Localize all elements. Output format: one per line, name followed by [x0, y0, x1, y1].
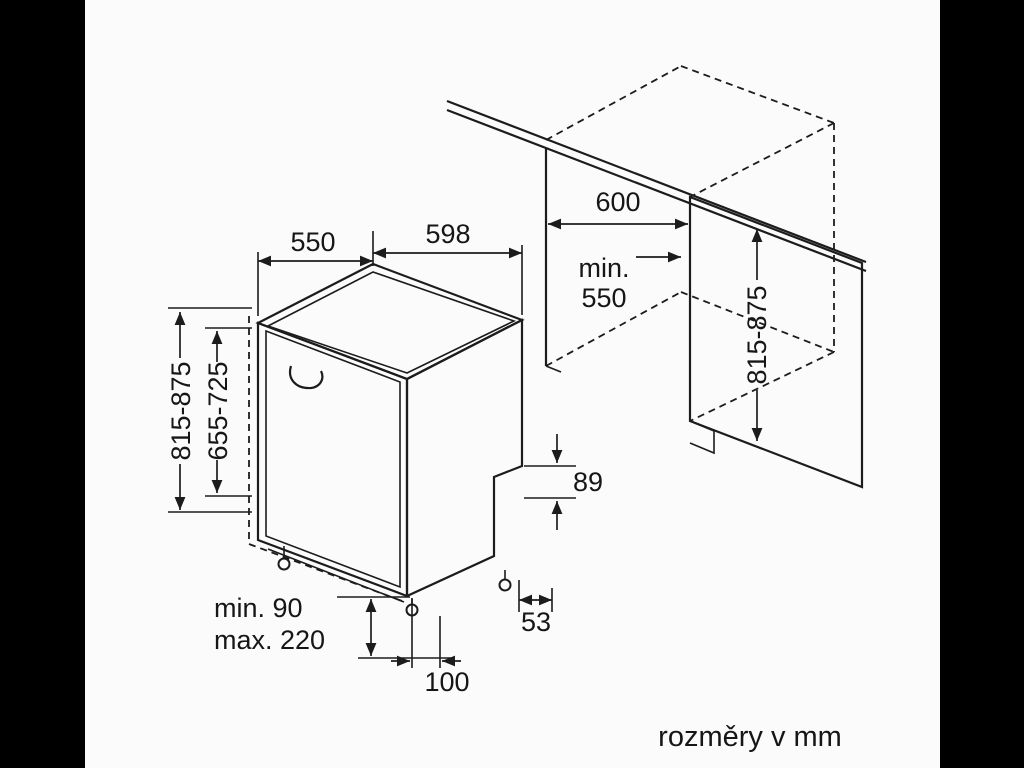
paper: [85, 0, 940, 768]
plinth-min-label: min. 90: [214, 593, 303, 623]
plinth-max-label: max. 220: [214, 625, 325, 655]
dishwasher-side-face: [405, 318, 524, 598]
appliance-depth-label: 550: [290, 227, 335, 257]
niche-height-label: 815-875: [742, 285, 772, 384]
dim-appliance-height: 815-875: [166, 307, 252, 513]
dishwasher-door-inner: [265, 329, 401, 589]
dim-plinth-height: min. 90 max. 220: [214, 593, 452, 659]
dishwasher-top-face-inner: [265, 271, 517, 374]
front-left-foot: [277, 546, 291, 571]
appliance-height-label: 815-875: [166, 361, 196, 460]
plinth-edge: [267, 548, 405, 603]
rear-foot-offset-label: 53: [521, 607, 551, 637]
dimension-annotations: 550 598 815-875 655-725 600: [166, 187, 772, 697]
dim-front-foot-offset: 100: [391, 599, 470, 697]
dishwasher-drawing: [248, 262, 525, 617]
rear-right-foot: [498, 570, 512, 592]
appliance-width-label: 598: [425, 219, 470, 249]
niche-hidden-volume-dashed: [545, 65, 835, 422]
niche-left-bottom-tick: [545, 365, 562, 373]
countertop-bottom-edge: [446, 108, 867, 273]
countertop-top-edge: [446, 99, 867, 264]
dim-appliance-depth: 550: [257, 227, 374, 316]
dim-appliance-width: 598: [373, 219, 523, 315]
door-handle: [288, 365, 324, 390]
niche-width-label: 600: [595, 187, 640, 217]
dim-door-height: 655-725: [203, 327, 252, 497]
niche-depth-min-label: min.: [578, 253, 629, 283]
dim-niche-depth: min. 550: [578, 251, 681, 313]
front-foot-offset-label: 100: [424, 667, 469, 697]
niche-drawing: [446, 65, 867, 489]
base-height-label: 89: [573, 467, 603, 497]
dim-niche-height: 815-875: [742, 229, 772, 441]
units-caption: rozměry v mm: [658, 721, 842, 753]
niche-depth-value-label: 550: [581, 283, 626, 313]
dim-niche-width: 600: [548, 187, 688, 230]
door-height-label: 655-725: [203, 361, 233, 460]
niche-toekick-step: [689, 420, 715, 455]
dim-rear-foot-offset: 53: [518, 580, 553, 637]
niche-right-wall: [688, 195, 864, 489]
dim-base-height: 89: [524, 434, 603, 530]
